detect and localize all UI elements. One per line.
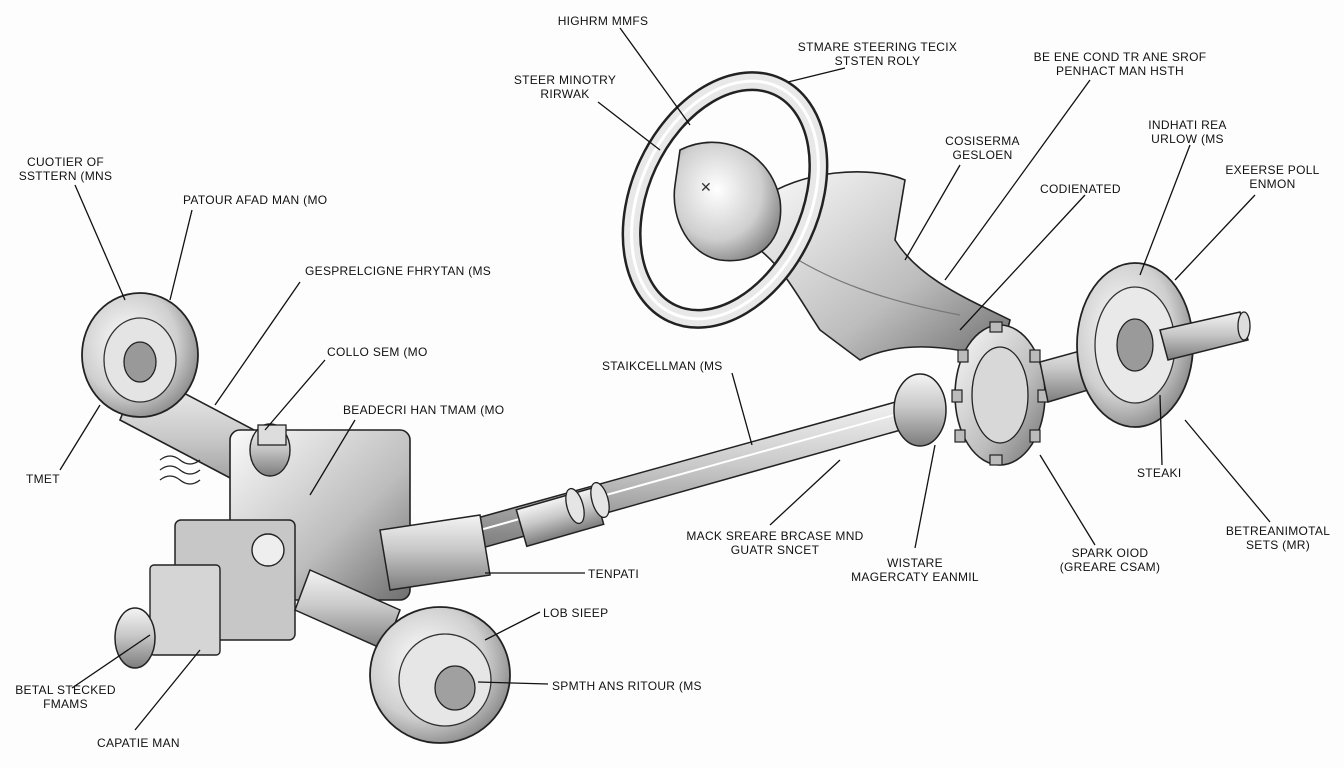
label-codienated: CODIENATED bbox=[1040, 182, 1121, 196]
label-gesprelcigne: GESPRELCIGNE FHRYTAN (MS bbox=[305, 264, 492, 278]
label-cosiserma: COSISERMA GESLOEN bbox=[945, 134, 1020, 162]
bottom-wheel-hub bbox=[294, 568, 511, 744]
label-collo-sem: COLLO SEM (MO bbox=[327, 345, 428, 359]
label-steaki: STEAKI bbox=[1137, 466, 1182, 480]
label-indhati: INDHATI REA URLOW (MS bbox=[1148, 118, 1227, 146]
label-wistare: WISTARE MAGERCATY EANMIL bbox=[851, 556, 979, 584]
main-shaft bbox=[468, 397, 924, 549]
label-lob-sieep: LOB SIEEP bbox=[543, 606, 609, 620]
label-highrm-mmfs: HIGHRM MMFS bbox=[557, 14, 649, 28]
steering-wheel: ✕ bbox=[621, 71, 829, 329]
horn-emblem-icon: ✕ bbox=[700, 181, 712, 196]
label-be-end-cond: BE ENE COND TR ANE SROF PENHACT MAN HSTH bbox=[1033, 50, 1207, 78]
label-cuotier: CUOTIER OF SSTTERN (MNS bbox=[18, 155, 113, 183]
label-staikcell: STAIKCELLMAN (MS bbox=[602, 359, 723, 373]
right-wheel-hub bbox=[1076, 262, 1251, 428]
label-steer-ministry: STEER MINOTRY RIRWAK bbox=[513, 73, 617, 101]
label-spark-oiod: SPARK OIOD (GREARE CSAM) bbox=[1059, 546, 1161, 574]
label-tenpati: TENPATI bbox=[588, 567, 639, 581]
label-capatie: CAPATIE MAN bbox=[97, 736, 180, 750]
label-betreanimotal: BETREANIMOTAL SETS (MR) bbox=[1225, 524, 1331, 552]
label-exeerse: EXEERSE POLL ENMON bbox=[1225, 163, 1320, 191]
label-steering-column: STMARE STEERING TECIX STSTEN ROLY bbox=[797, 40, 958, 68]
label-spmth: SPMTH ANS RITOUR (MS bbox=[552, 679, 702, 693]
label-mack-sreare: MACK SREARE BRCASE MND GUATR SNCET bbox=[686, 529, 864, 557]
leader-lines bbox=[59, 27, 1271, 731]
steering-column bbox=[759, 171, 1011, 362]
left-wheel-hub bbox=[81, 292, 199, 418]
label-patour: PATOUR AFAD MAN (MO bbox=[183, 193, 328, 207]
label-tmet: TMET bbox=[26, 472, 60, 486]
label-betal-stecked: BETAL STECKED FMAMS bbox=[15, 683, 116, 711]
label-beadecri: BEADECRI HAN TMAM (MO bbox=[343, 403, 505, 417]
